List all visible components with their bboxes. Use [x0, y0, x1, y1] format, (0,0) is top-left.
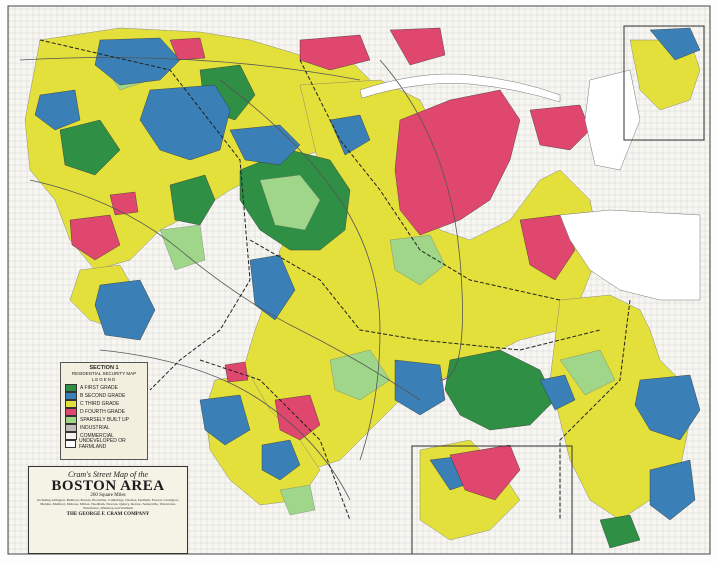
legend-label: COMMERCIAL	[80, 433, 114, 439]
map-title: BOSTON AREA	[51, 478, 165, 494]
first-grade-areas	[59, 64, 641, 549]
legend-swatch	[65, 432, 77, 440]
legend-heading: LEGEND	[91, 377, 117, 382]
legend-item: INDUSTRIAL	[61, 424, 147, 432]
fourth-grade-areas	[69, 27, 591, 501]
legend-items: A FIRST GRADE B SECOND GRADE C THIRD GRADE…	[61, 384, 147, 450]
title-block: Cram's Street Map of the BOSTON AREA 260…	[28, 466, 188, 554]
legend-item: D FOURTH GRADE	[61, 408, 147, 416]
legend-label: D FOURTH GRADE	[80, 409, 125, 415]
map-area: 260 Square Miles	[90, 493, 126, 498]
legend: SECTION 1 RESIDENTIAL SECURITY MAP LEGEN…	[60, 362, 148, 460]
legend-label: C THIRD GRADE	[80, 401, 120, 407]
legend-swatch	[65, 416, 77, 424]
legend-label: INDUSTRIAL	[80, 425, 110, 431]
legend-swatch	[65, 392, 77, 400]
road-lines	[19, 57, 463, 501]
legend-item: A FIRST GRADE	[61, 384, 147, 392]
map-border	[7, 5, 711, 555]
legend-swatch	[65, 408, 77, 416]
legend-item: C THIRD GRADE	[61, 400, 147, 408]
town-boundaries	[39, 39, 631, 521]
legend-item: SPARSELY BUILT UP	[61, 416, 147, 424]
legend-swatch	[65, 384, 77, 392]
legend-item: B SECOND GRADE	[61, 392, 147, 400]
legend-item: COMMERCIAL	[61, 432, 147, 440]
legend-label: UNDEVELOPED OR FARMLAND	[79, 438, 126, 450]
map-publisher: THE GEORGE F. CRAM COMPANY	[66, 512, 150, 517]
legend-swatch	[65, 400, 77, 408]
legend-swatch	[65, 440, 77, 448]
legend-label: A FIRST GRADE	[80, 385, 118, 391]
inset-top-right	[623, 25, 705, 141]
legend-item: UNDEVELOPED OR FARMLAND	[61, 438, 147, 450]
legend-swatch	[65, 424, 77, 432]
legend-label: SPARSELY BUILT UP	[80, 417, 130, 423]
legend-section: SECTION 1	[89, 365, 119, 371]
legend-subtitle: RESIDENTIAL SECURITY MAP	[71, 371, 137, 376]
map-towns: Including Arlington, Belmont, Boston, Br…	[37, 498, 179, 510]
legend-label: B SECOND GRADE	[80, 393, 126, 399]
map-title-prefix: Cram's Street Map of the	[67, 470, 149, 479]
water-bodies	[359, 69, 701, 301]
